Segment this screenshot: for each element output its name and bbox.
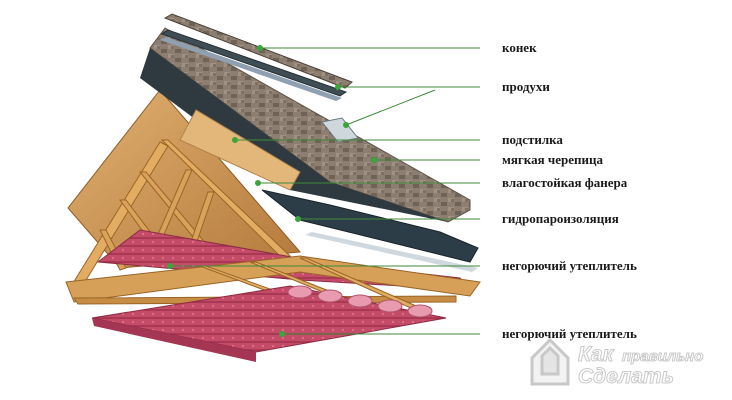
- watermark-logo: Как правильно Сделать: [530, 337, 704, 389]
- roof-edge-dark: [140, 48, 448, 222]
- label-membrane: гидропароизоляция: [502, 211, 619, 226]
- leader-lines: [170, 47, 480, 335]
- watermark-line1: Как: [578, 343, 615, 366]
- label-vents: продухи: [502, 79, 550, 94]
- label-insulation-upper: негорючий утеплитель: [502, 258, 637, 273]
- underlay-layer: [179, 109, 301, 191]
- house-icon: [530, 337, 570, 386]
- watermark-line3: Сделать: [578, 365, 674, 388]
- ridge-cap: [163, 13, 353, 89]
- leader-dots: [167, 45, 377, 337]
- label-shingles: мягкая черепица: [502, 152, 603, 167]
- roof-vent: [321, 117, 359, 143]
- membrane-edge: [305, 232, 478, 272]
- label-underlay: подстилка: [502, 132, 563, 147]
- label-insulation-lower: негорючий утеплитель: [502, 326, 637, 341]
- watermark-line2: правильно: [622, 348, 703, 365]
- label-plywood: влагостойкая фанера: [502, 175, 628, 190]
- insulation-lower-side: [92, 318, 256, 362]
- ridge-vent-strip-light: [160, 37, 342, 101]
- insulation-rolls: [287, 285, 433, 318]
- label-ridge: конек: [502, 40, 537, 55]
- ridge-vent-strip: [160, 29, 348, 97]
